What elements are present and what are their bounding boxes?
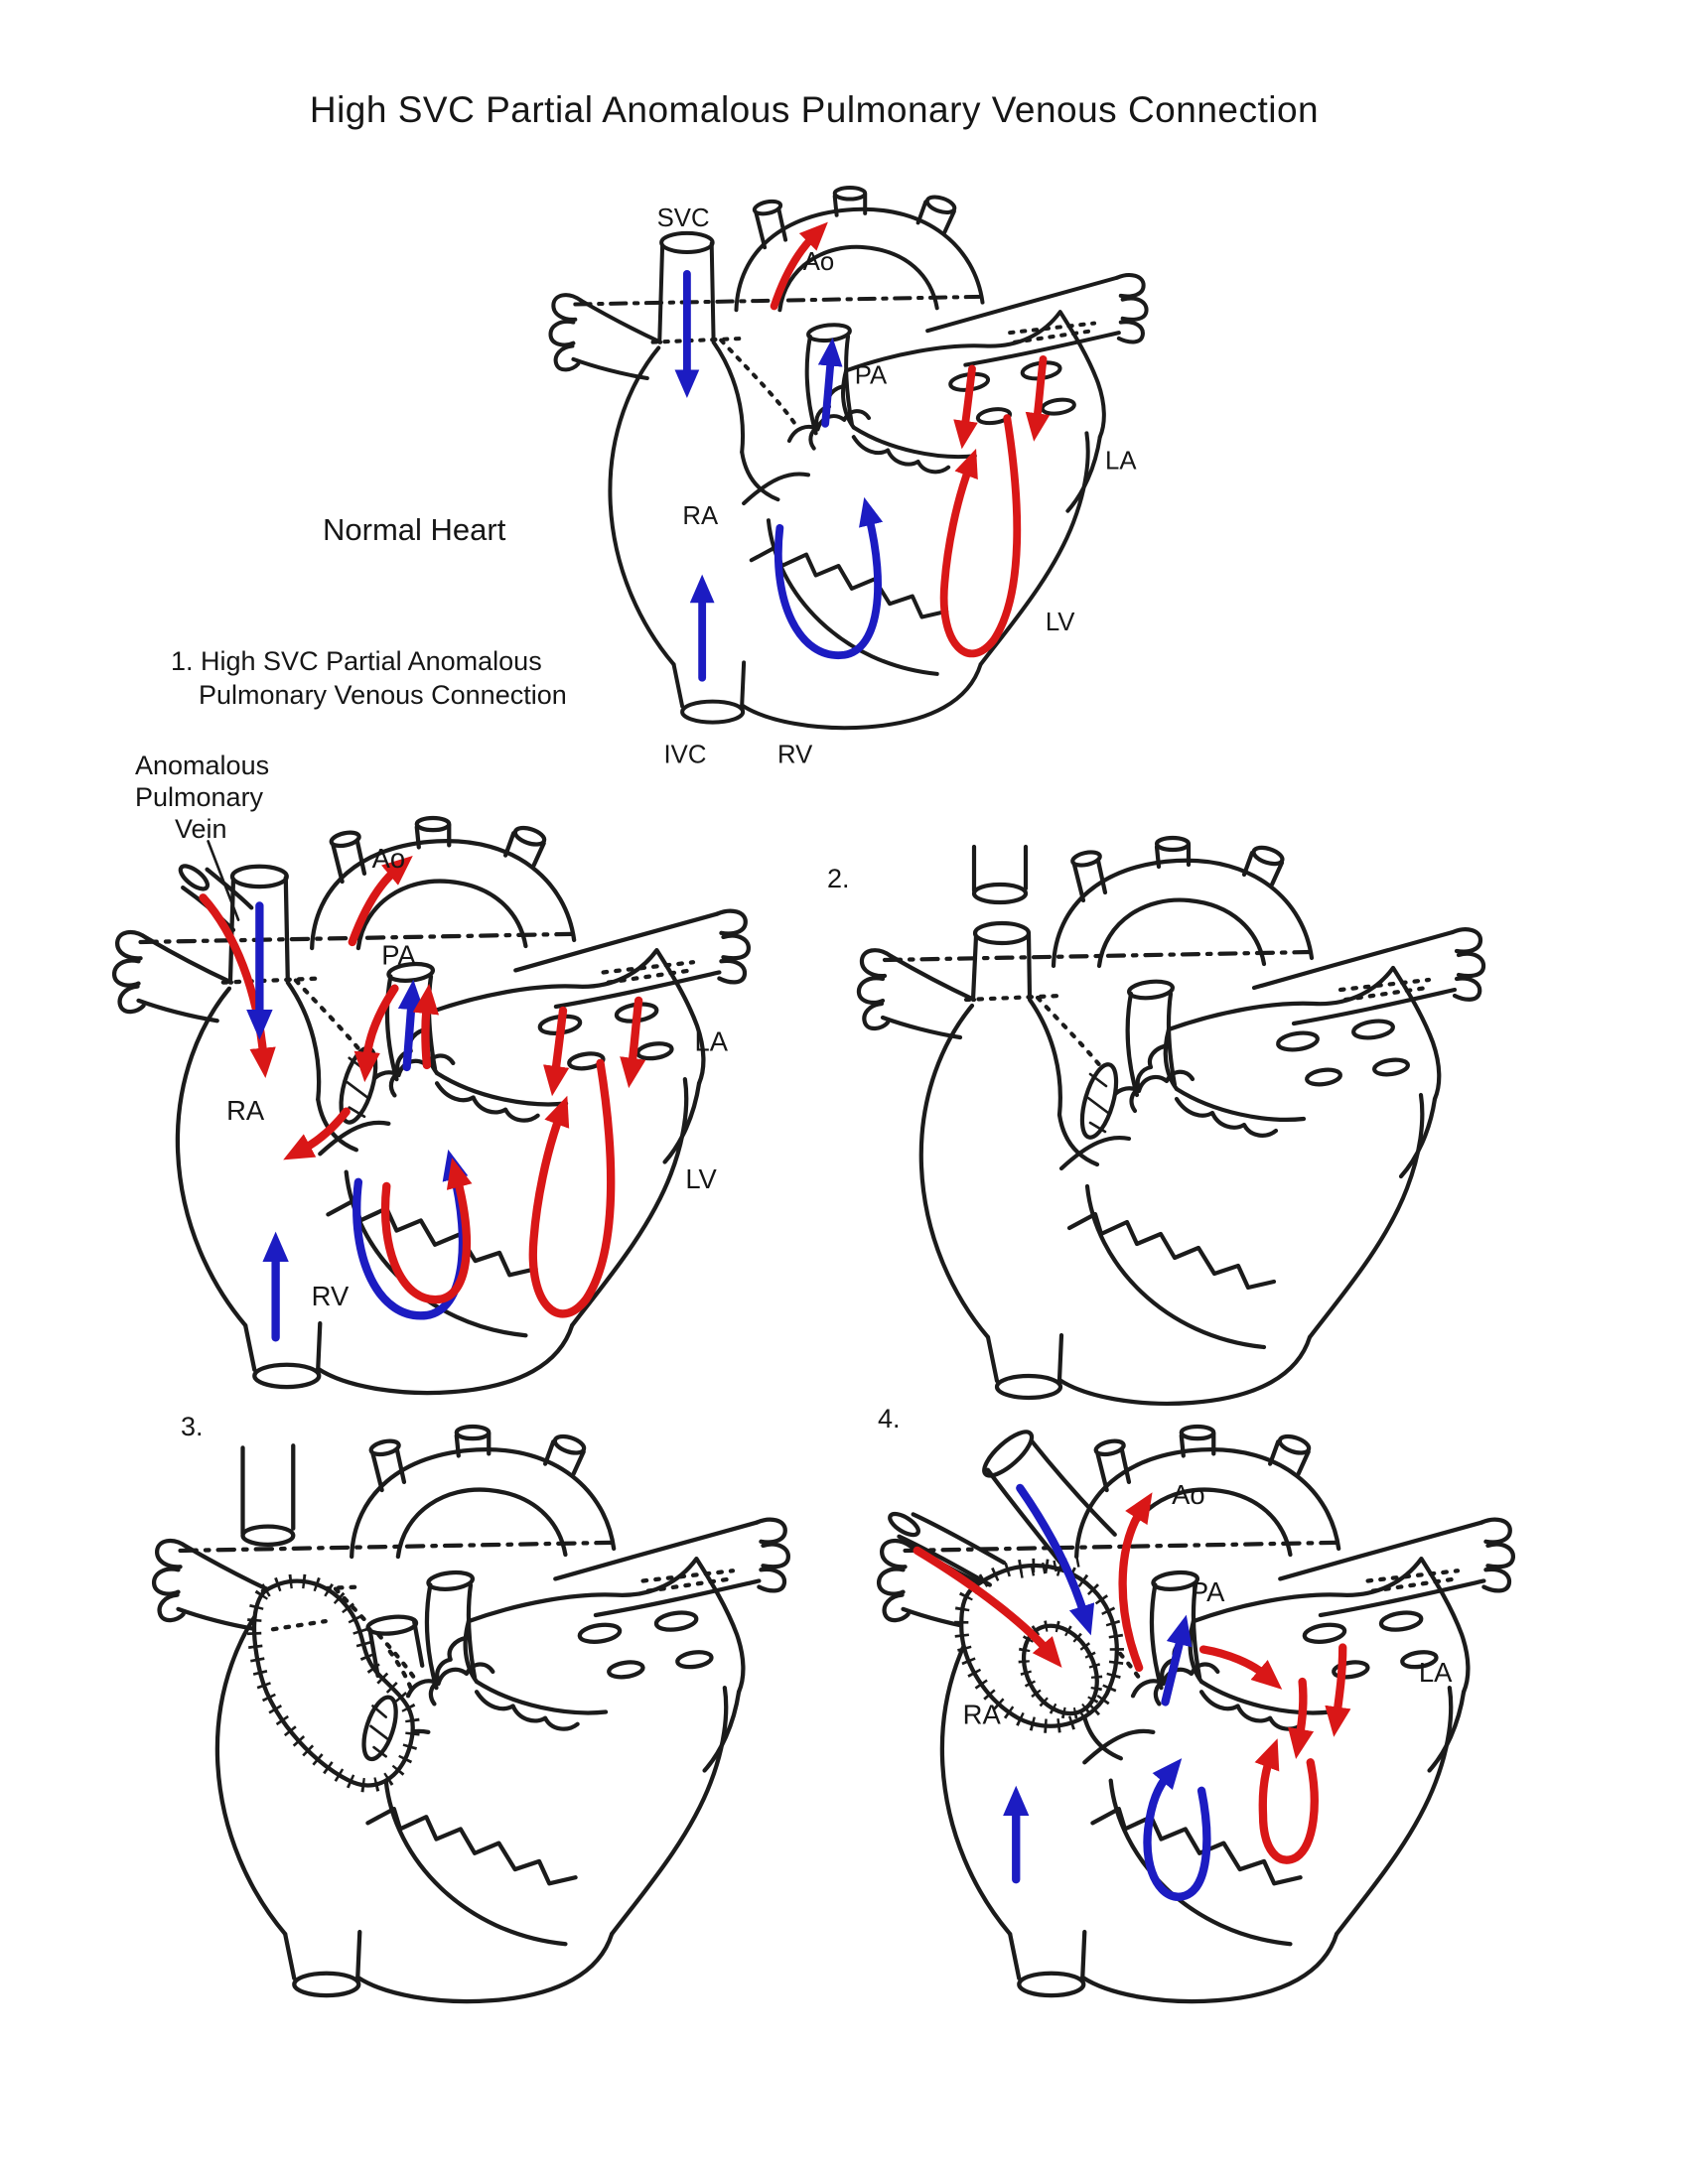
label-la: LA: [1419, 1657, 1453, 1688]
label-rv: RV: [312, 1281, 350, 1311]
label-pa: PA: [381, 939, 416, 970]
label-ra: RA: [963, 1700, 1002, 1730]
blood-flow-arrows: [199, 856, 646, 1342]
label-rv: RV: [777, 742, 813, 769]
pa-flow-arrow-red: [412, 983, 440, 1070]
blood-flow-arrows: [674, 221, 1051, 682]
heart-outline: [154, 1427, 788, 2001]
step1-heading-line2: Pulmonary Venous Connection: [199, 679, 567, 710]
pulmonary-vein-arrow-1: [543, 1006, 570, 1097]
svc-flow-arrow: [1016, 1483, 1095, 1636]
svc-reimplanted: [982, 1430, 1117, 1578]
label-ao: Ao: [803, 248, 834, 276]
step2-number: 2.: [827, 864, 850, 893]
step1-heading-line1: 1. High SVC Partial Anomalous: [171, 646, 542, 676]
callout-line2: Pulmonary: [135, 781, 264, 812]
label-lv: LV: [1046, 609, 1075, 636]
pericardial-patch: [246, 1573, 425, 1793]
panel-step1-heart: Ao PA RA LA LV RV: [104, 819, 760, 1444]
pa-flow-arrow: [817, 337, 843, 428]
oval-fossa-defect: [1075, 1061, 1123, 1142]
rv-loop-arrow: [774, 496, 884, 659]
rv-loop-arrow: [1143, 1758, 1211, 1901]
oval-fossa-under-patch: [361, 1695, 398, 1762]
anatomy-labels: Ao PA RA LA LV RV: [226, 843, 729, 1311]
label-ra: RA: [226, 1095, 265, 1126]
anomalous-pulmonary-vein: [888, 1511, 1007, 1587]
label-ao: Ao: [1172, 1479, 1205, 1510]
heart-outline: [550, 188, 1146, 728]
anomalous-vein-baffled-arrow: [913, 1546, 1062, 1668]
normal-heart-caption: Normal Heart: [323, 512, 506, 547]
panel-step3-heart: [144, 1428, 799, 2053]
callout-line3: Vein: [175, 813, 227, 844]
label-la: LA: [1105, 448, 1137, 476]
label-ao: Ao: [372, 843, 406, 874]
la-inflow-arrow-2: [1325, 1643, 1351, 1737]
heart-outline: [859, 838, 1483, 1404]
label-lv: LV: [685, 1163, 717, 1194]
pa-flow-arrow: [1161, 1614, 1193, 1706]
lv-loop-arrow: [1254, 1738, 1319, 1864]
anomalous-vein-callout: Anomalous Pulmonary Vein: [135, 751, 269, 846]
pulmonary-vein-arrow-1: [953, 364, 978, 450]
svc-orifice-stump: [365, 1614, 419, 1636]
anatomy-labels: Ao PA RA LA: [963, 1479, 1453, 1730]
label-ivc: IVC: [664, 742, 707, 769]
panel-step4-heart: Ao PA RA LA: [869, 1428, 1524, 2053]
page-title: High SVC Partial Anomalous Pulmonary Ven…: [309, 89, 1320, 130]
label-la: LA: [695, 1026, 729, 1057]
label-svc: SVC: [657, 205, 710, 232]
pulmonary-vein-arrow-2: [620, 996, 646, 1089]
step3-number: 3.: [181, 1412, 204, 1441]
la-inflow-arrow-1: [1288, 1677, 1315, 1760]
step1-heading: 1. High SVC Partial Anomalous Pulmonary …: [171, 645, 567, 713]
callout-line1: Anomalous: [135, 751, 270, 780]
baffle-to-la-arrow: [1198, 1645, 1283, 1690]
anastomosis-sutures: [1018, 1620, 1103, 1719]
aorta-flow-arrow: [348, 856, 413, 947]
svc-vessel-transected: [973, 847, 1030, 1000]
step4-number: 4.: [878, 1404, 901, 1433]
underarch-shunt-arrow: [353, 984, 399, 1083]
label-ra: RA: [682, 502, 719, 530]
label-pa: PA: [855, 362, 888, 390]
lv-loop-arrow: [528, 1058, 616, 1318]
svc-stub-divided: [243, 1445, 294, 1545]
blood-flow-arrows: [913, 1483, 1351, 1901]
pulmonary-vein-arrow-2: [1025, 354, 1051, 442]
lv-loop-arrow: [939, 414, 1022, 658]
panel-step2-heart: [849, 839, 1494, 1454]
rv-loop-arrow-red: [380, 1158, 473, 1304]
pa-flow-arrow-blue: [397, 979, 425, 1072]
label-pa: PA: [1191, 1576, 1225, 1607]
panel-normal-heart: SVC Ao PA RA LA LV IVC RV: [541, 188, 1157, 769]
aorta-flow-arrow: [1118, 1492, 1153, 1673]
suture-line: [246, 1573, 420, 1793]
fossa-shunt-arrow: [283, 1107, 351, 1160]
aorta-flow-arrow: [770, 221, 828, 311]
anatomy-labels: SVC Ao PA RA LA LV IVC RV: [657, 205, 1138, 768]
